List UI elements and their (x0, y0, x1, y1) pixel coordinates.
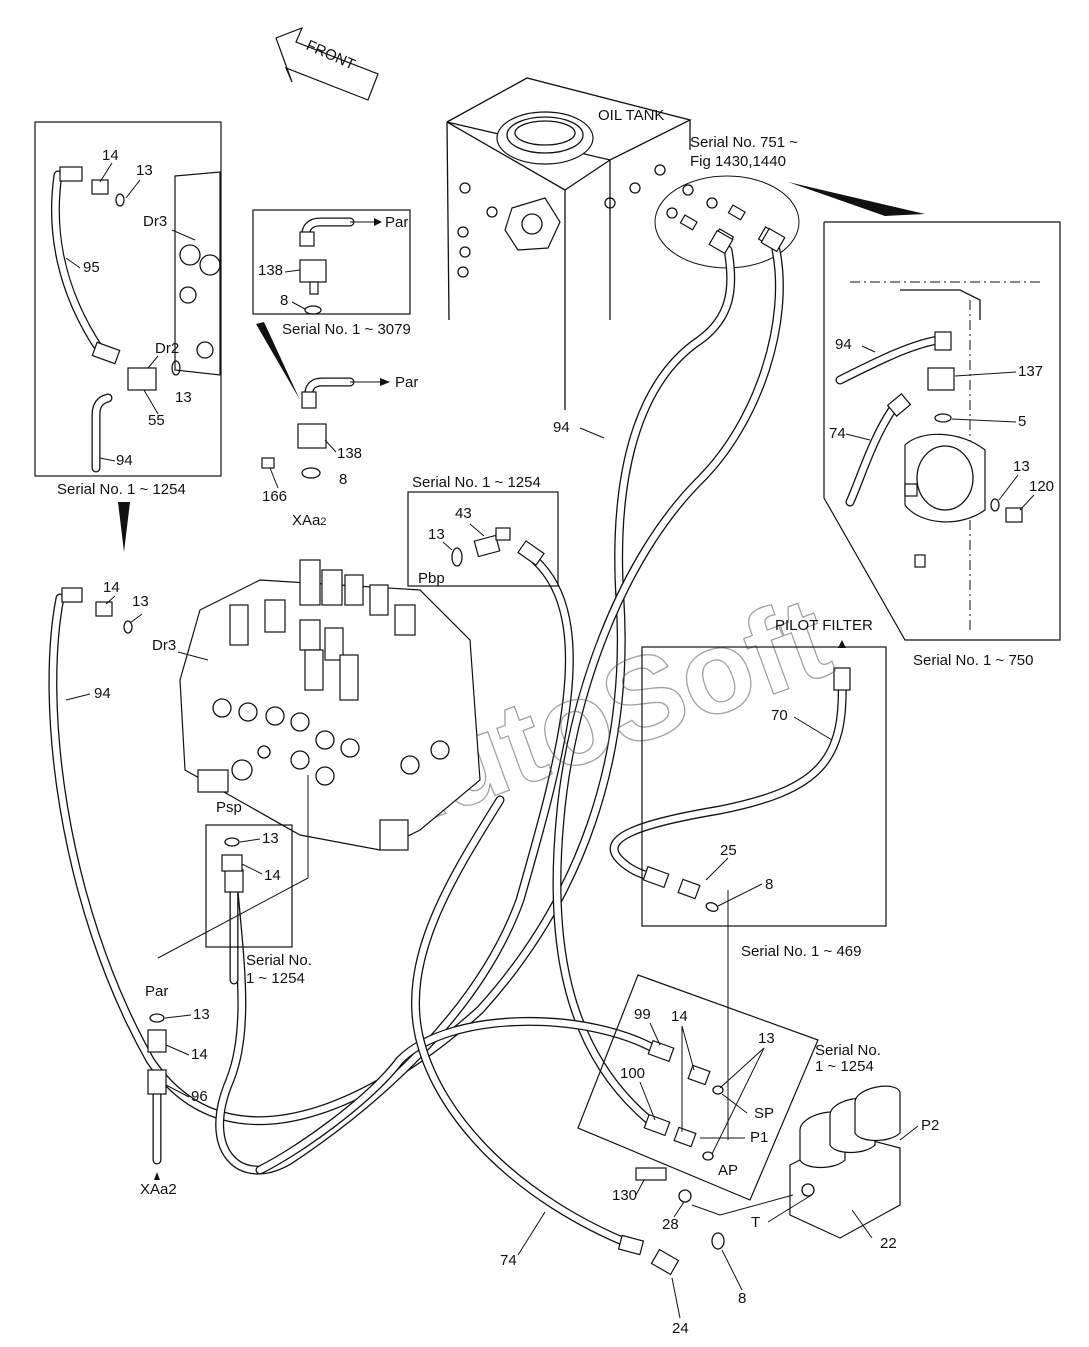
par-group: Par 13 14 96 XAa2 (140, 983, 210, 1198)
part-13-inset: 13 (136, 162, 153, 179)
port-t: T (751, 1214, 760, 1231)
port-xaa2-bottom: XAa2 (140, 1181, 177, 1198)
part-13-valve: 13 (758, 1030, 775, 1047)
part-166-center: 166 (262, 488, 287, 505)
part-22-valve: 22 (880, 1235, 897, 1252)
part-94-main: 94 (94, 685, 111, 702)
leader-lines (65, 162, 1035, 1319)
oil-tank: OIL TANK (446, 77, 692, 410)
part-138-inset: 138 (258, 262, 283, 279)
part-94-right: 94 (835, 336, 852, 353)
part-13b-inset: 13 (175, 389, 192, 406)
port-dr2-inset: Dr2 (155, 340, 179, 357)
left-main-fittings: 14 13 94 (61, 579, 149, 702)
part-13-mid: 13 (428, 526, 445, 543)
center-top-fitting: Par 138 8 166 (261, 374, 418, 505)
valve-group: 99 14 13 100 Serial No. 1 ~ 1254 SP P1 P… (500, 890, 939, 1337)
port-par-inset: Par (385, 214, 408, 231)
inset-small: Par 138 8 Serial No. 1 ~ 3079 (252, 209, 411, 400)
part-138-center: 138 (337, 445, 362, 462)
part-14-valve: 14 (671, 1008, 688, 1025)
fig-1430-note: Fig 1430,1440 (690, 153, 786, 170)
port-pbp: Pbp (418, 570, 445, 587)
part-55-inset: 55 (148, 412, 165, 429)
part-99-valve: 99 (634, 1006, 651, 1023)
part-137-right: 137 (1018, 363, 1043, 380)
port-dr3-main: Dr3 (152, 637, 176, 654)
serial-751-note: Serial No. 751 ~ (690, 134, 798, 151)
inset-left: 14 13 Dr3 95 Dr2 55 13 94 Serial No. 1 ~… (34, 121, 222, 552)
part-8-center: 8 (339, 471, 347, 488)
serial-1254-valve-a: Serial No. (815, 1042, 881, 1059)
part-43-mid: 43 (455, 505, 472, 522)
port-par-center: Par (395, 374, 418, 391)
serial-1254-psp-b: 1 ~ 1254 (246, 970, 305, 987)
port-psp: Psp (216, 799, 242, 816)
pilot-filter-label: PILOT FILTER (775, 617, 873, 634)
inset-psp: 13 14 Serial No. 1 ~ 1254 (157, 775, 312, 987)
part-94-inset: 94 (116, 452, 133, 469)
part-14-par: 14 (191, 1046, 208, 1063)
part-8-filter: 8 (765, 876, 773, 893)
pointer-arrow-right (788, 182, 925, 216)
serial-1254-left: Serial No. 1 ~ 1254 (57, 481, 186, 498)
serial-1254-psp-a: Serial No. (246, 952, 312, 969)
part-95-inset: 95 (83, 259, 100, 276)
port-xaa2-top: XAa2 (292, 512, 326, 529)
serial-1254-valve-b: 1 ~ 1254 (815, 1058, 874, 1075)
part-100-valve: 100 (620, 1065, 645, 1082)
part-14-psp: 14 (264, 867, 281, 884)
tank-fitting-detail: Serial No. 751 ~ Fig 1430,1440 (654, 134, 800, 269)
part-94-tank: 94 (553, 419, 570, 436)
part-8-inset: 8 (280, 292, 288, 309)
part-25-filter: 25 (720, 842, 737, 859)
port-p2: P2 (921, 1117, 939, 1134)
serial-3079-note: Serial No. 1 ~ 3079 (282, 321, 411, 338)
part-14-main: 14 (103, 579, 120, 596)
pilot-filter: PILOT FILTER 70 25 8 Serial No. 1 ~ 469 (641, 617, 887, 960)
part-14-inset: 14 (102, 147, 119, 164)
part-8-valve: 8 (738, 1290, 746, 1307)
hose-lines (48, 245, 847, 1250)
port-p1: P1 (750, 1129, 768, 1146)
control-valve: Pbp Dr3 Psp XAa2 (152, 512, 481, 851)
part-130-valve: 130 (612, 1187, 637, 1204)
part-96-par: 96 (191, 1088, 208, 1105)
oil-tank-label: OIL TANK (598, 107, 664, 124)
port-dr3-inset: Dr3 (143, 213, 167, 230)
part-5-right: 5 (1018, 413, 1026, 430)
port-sp: SP (754, 1105, 774, 1122)
part-24-valve: 24 (672, 1320, 689, 1337)
serial-750-note: Serial No. 1 ~ 750 (913, 652, 1034, 669)
part-13-right: 13 (1013, 458, 1030, 475)
front-arrow: FRONT (275, 26, 379, 101)
part-13-psp: 13 (262, 830, 279, 847)
part-74-valve: 74 (500, 1252, 517, 1269)
serial-1254-mid: Serial No. 1 ~ 1254 (412, 474, 541, 491)
part-70-filter: 70 (771, 707, 788, 724)
part-28-valve: 28 (662, 1216, 679, 1233)
port-par-bottom: Par (145, 983, 168, 1000)
inset-mid: Serial No. 1 ~ 1254 13 43 (407, 474, 559, 587)
part-74-right: 74 (829, 425, 846, 442)
part-120-right: 120 (1029, 478, 1054, 495)
part-13-par: 13 (193, 1006, 210, 1023)
serial-469-note: Serial No. 1 ~ 469 (741, 943, 862, 960)
hose-fittings (147, 227, 851, 1256)
inset-right: 94 137 5 74 13 120 Serial No. 1 ~ 750 (823, 221, 1061, 669)
part-13-main: 13 (132, 593, 149, 610)
port-ap: AP (718, 1162, 738, 1179)
